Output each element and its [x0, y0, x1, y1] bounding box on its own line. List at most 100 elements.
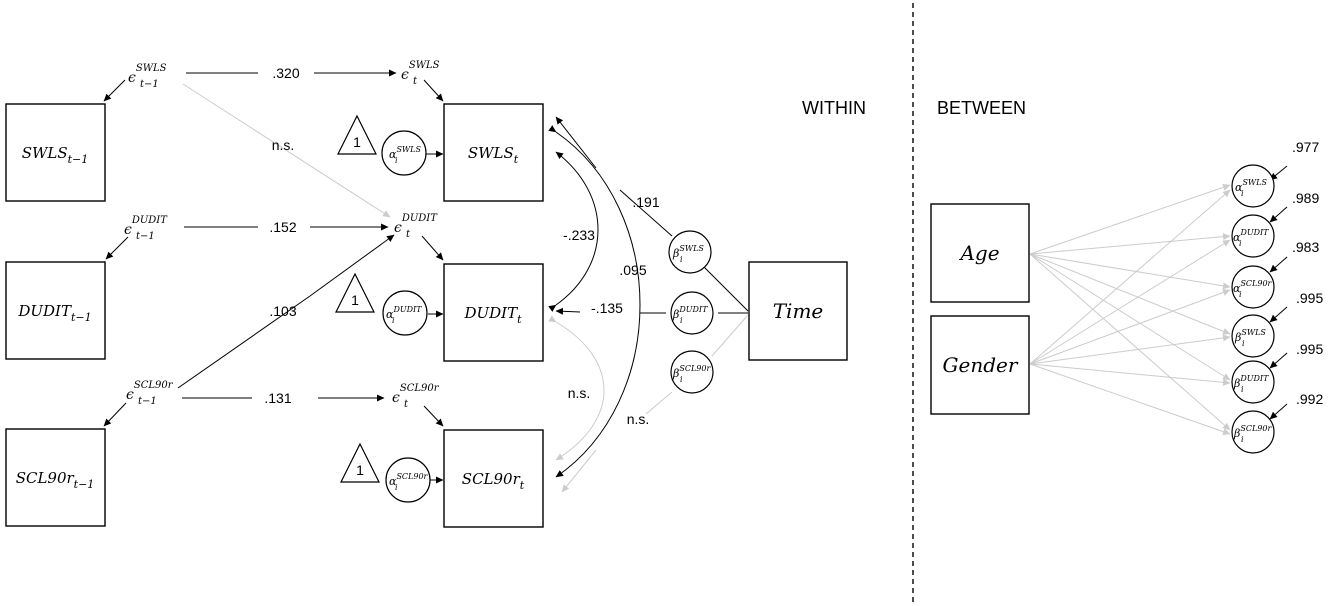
constant-triangle-dudit: 1: [335, 272, 375, 313]
path-swls-to-dudit: [182, 83, 391, 218]
label-cov-dudit-scl: n.s.: [568, 385, 591, 401]
label-time-swls: .191: [632, 194, 659, 210]
path-time-swls-a: [702, 265, 749, 312]
label-swls-ar: .320: [272, 65, 299, 81]
current-box-dudit: DUDITt: [443, 263, 544, 362]
path-gender-3: [1029, 289, 1231, 365]
path-res-swls-lag: [103, 79, 126, 102]
residual-label-3: .983: [1292, 239, 1319, 255]
time-box: Time: [748, 261, 848, 361]
path-age-2: [1029, 233, 1231, 255]
path-res-scl-cur: [423, 405, 444, 427]
path-time-scl-c: [561, 449, 597, 493]
res-arrow-4: [1269, 306, 1288, 323]
path-res-dudit-cur: [421, 235, 444, 261]
label-swls-to-dudit: n.s.: [272, 137, 295, 153]
cov-dudit-scl: [548, 315, 605, 461]
constant-triangle-scl90r: 1: [340, 442, 380, 483]
label-cov-swls-scl: .095: [619, 262, 646, 278]
constant-triangle-swls: 1: [337, 114, 377, 155]
label-scl-ar: .131: [264, 390, 291, 406]
svg-text:SWLSt−1: SWLSt−1: [22, 144, 89, 166]
path-age-6: [1029, 253, 1231, 431]
path-time-swls-b: [619, 189, 673, 237]
svg-text:SCL90rt: SCL90rt: [462, 470, 525, 492]
path-age-1: [1029, 183, 1231, 255]
svg-text:DUDITt−1: DUDITt−1: [17, 302, 91, 324]
between-box-gender: Gender: [930, 315, 1030, 415]
residual-label-6: .992: [1296, 391, 1323, 407]
residual-label-5: .995: [1296, 341, 1323, 357]
label-time-dudit: -.135: [591, 300, 623, 316]
current-box-swls: SWLSt: [443, 103, 544, 202]
path-gender-1: [1029, 189, 1231, 365]
path-res-scl-lag: [103, 402, 127, 427]
res-arrow-5: [1269, 352, 1288, 369]
lagged-box-swls: SWLSt−1: [5, 103, 106, 202]
path-gender-5: [1029, 363, 1231, 386]
res-arrow-6: [1269, 403, 1288, 420]
path-scl-to-dudit-b: [309, 234, 395, 297]
label-scl-to-dudit: .103: [269, 303, 296, 319]
res-arrow-3: [1269, 256, 1288, 273]
path-age-3: [1029, 253, 1231, 290]
residual-label-1: .977: [1292, 139, 1319, 155]
svg-text:Time: Time: [773, 299, 824, 323]
path-gender-2: [1029, 239, 1231, 365]
svg-text:DUDITt: DUDITt: [463, 304, 522, 326]
path-res-swls-cur: [423, 79, 444, 102]
cov-swls-scl: [548, 125, 641, 478]
label-time-scl: n.s.: [627, 411, 650, 427]
label-dudit-ar: .152: [269, 219, 296, 235]
residual-label-4: .995: [1296, 290, 1323, 306]
between-box-age: Age: [930, 203, 1030, 303]
svg-text:1: 1: [356, 462, 364, 478]
svg-text:Age: Age: [958, 241, 999, 265]
within-paths: [103, 69, 749, 493]
label-cov-swls-dudit: -.233: [563, 227, 595, 243]
svg-text:Gender: Gender: [943, 353, 1019, 377]
header-within: WITHIN: [802, 98, 866, 118]
svg-text:1: 1: [351, 292, 359, 308]
between-paths: [1029, 165, 1288, 435]
current-box-scl90r: SCL90rt: [443, 429, 544, 528]
path-res-dudit-lag: [105, 236, 129, 260]
cov-swls-dudit: [548, 151, 599, 312]
svg-text:1: 1: [353, 134, 361, 150]
header-between: BETWEEN: [937, 98, 1026, 118]
svg-text:SWLSt: SWLSt: [468, 144, 519, 166]
path-time-scl-a: [711, 314, 749, 357]
lagged-box-dudit: DUDITt−1: [5, 261, 106, 360]
path-time-scl-b: [645, 391, 673, 415]
res-arrow-2: [1269, 206, 1288, 223]
path-gender-4: [1029, 334, 1231, 365]
